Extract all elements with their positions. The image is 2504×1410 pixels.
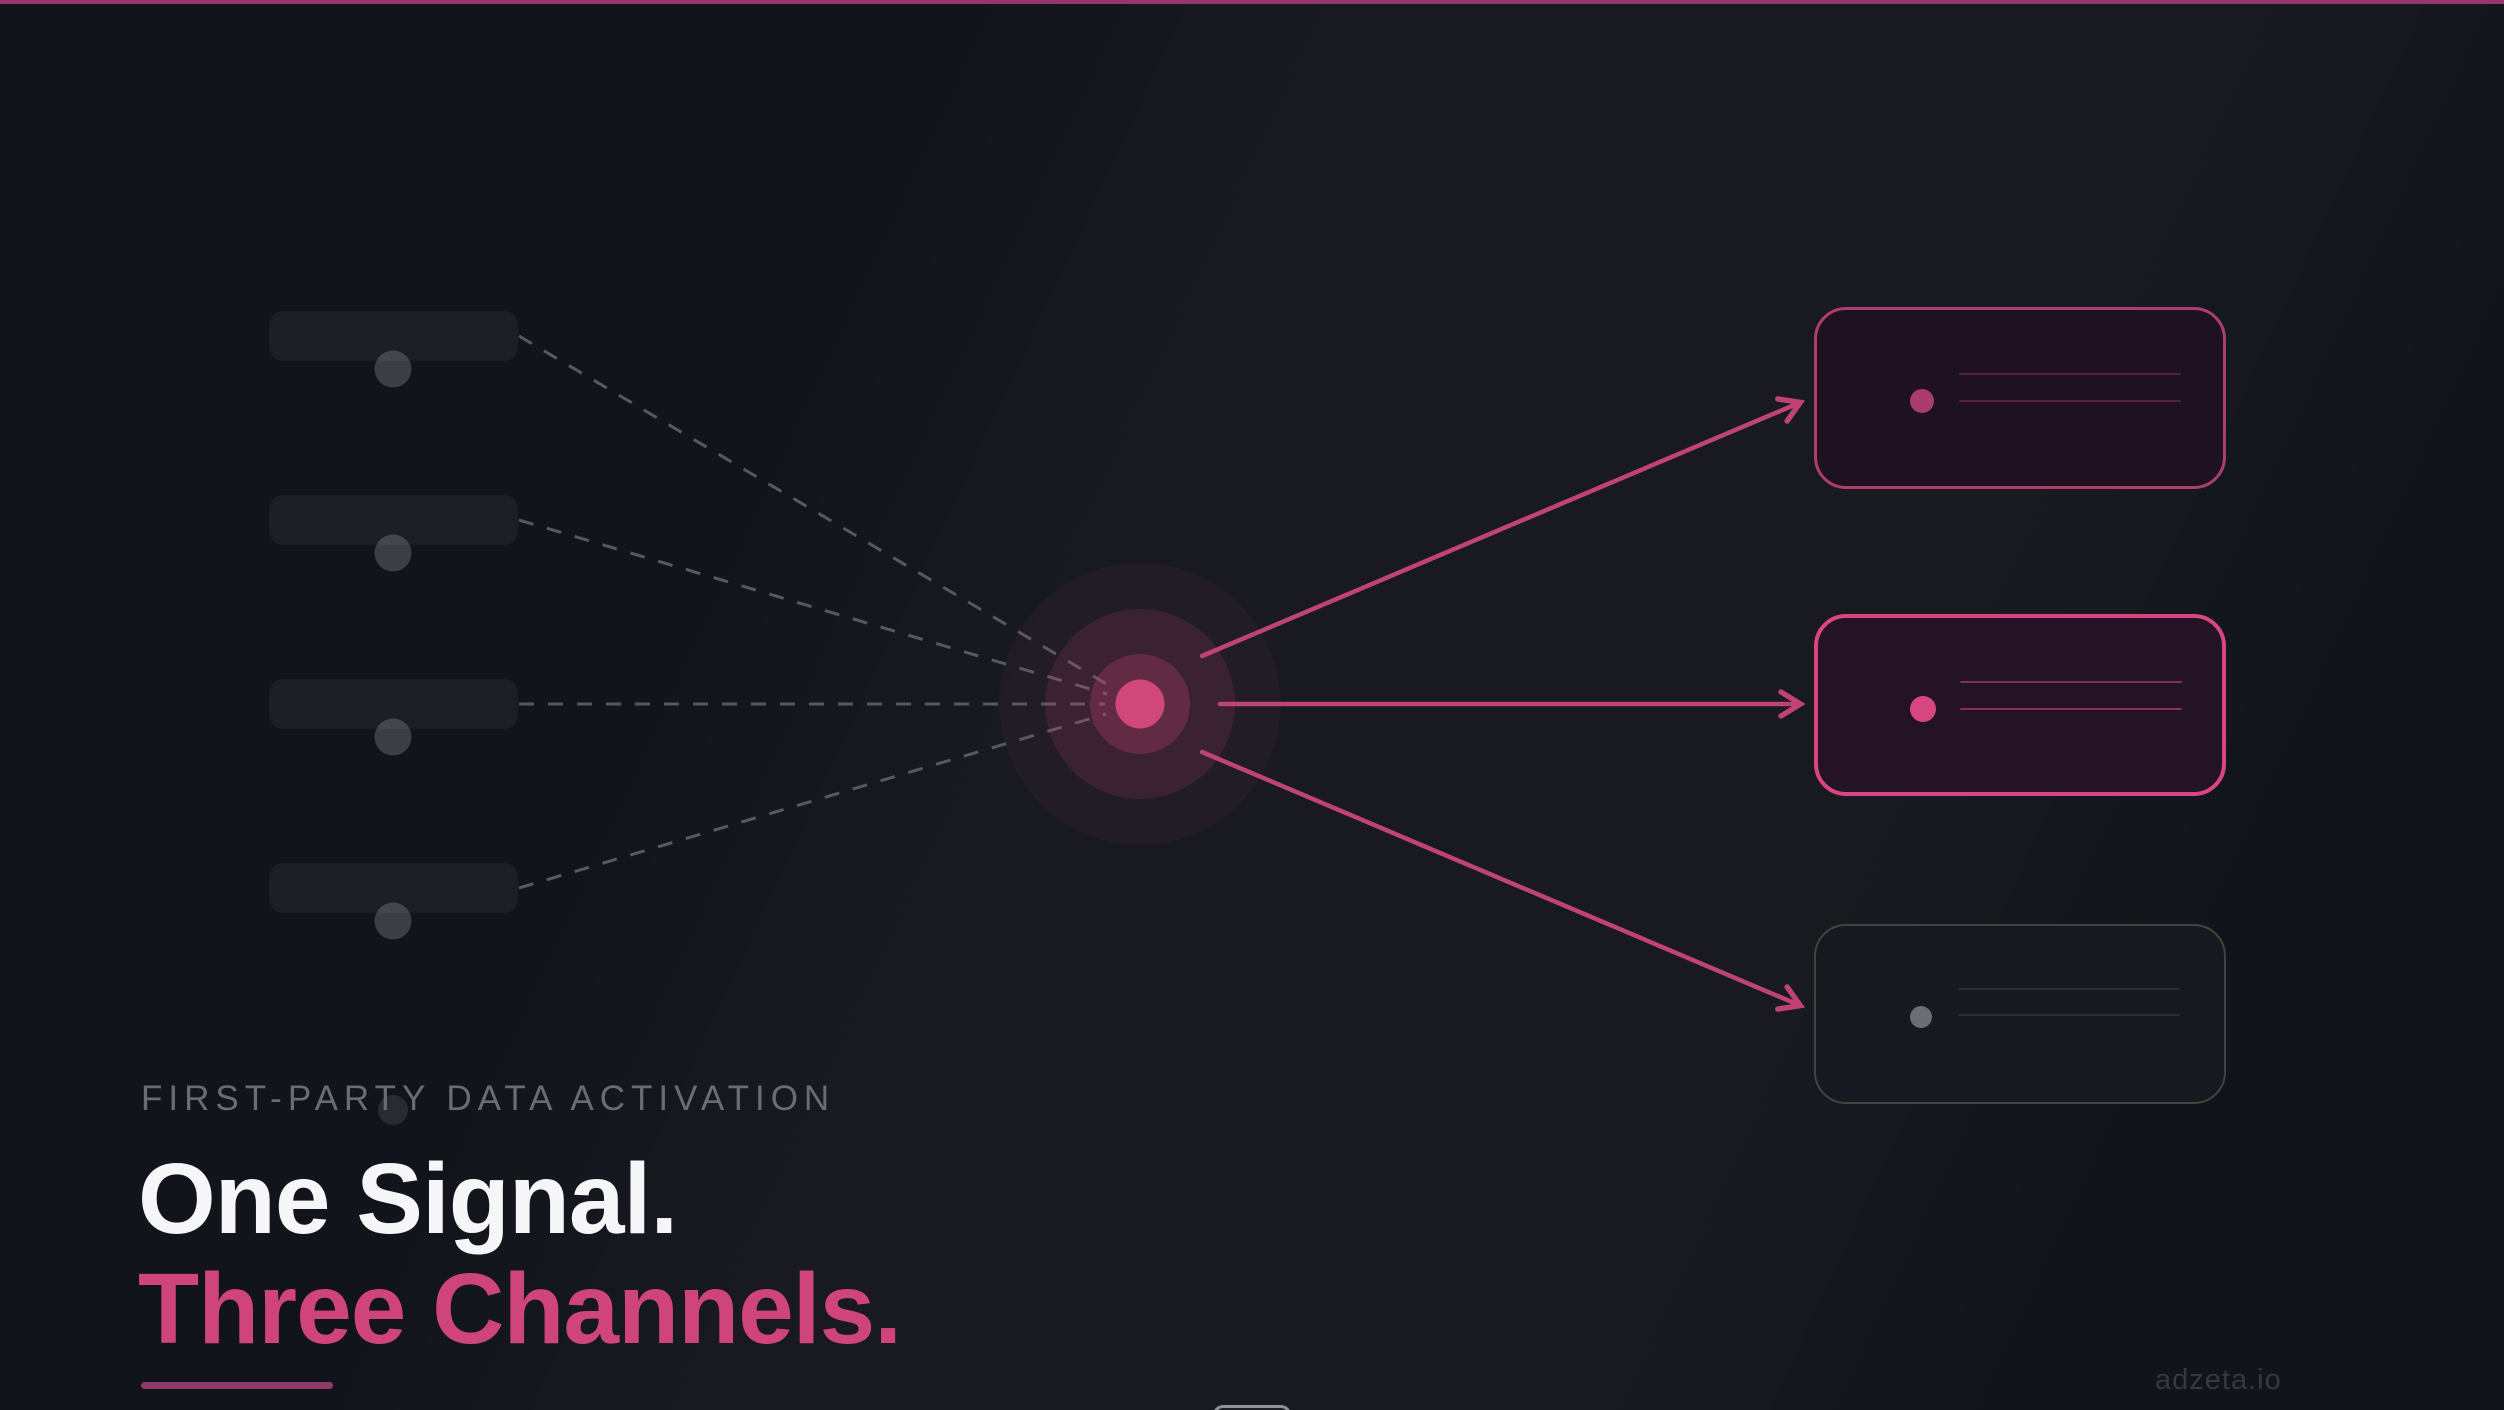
channel-card-2-dot (1910, 696, 1936, 722)
bottom-edge-peek-box (1213, 1405, 1291, 1410)
channel-card-3-skeleton-line (1958, 1014, 2180, 1016)
hub-dot (1115, 679, 1165, 729)
kicker-label: FIRST-PARTY DATA ACTIVATION (141, 1079, 836, 1118)
source-pill-1 (269, 311, 518, 361)
source-dot-1 (374, 350, 412, 388)
channel-card-3-dot (1910, 1006, 1932, 1028)
source-dot-2 (374, 534, 412, 572)
headline-underline (141, 1382, 333, 1389)
headline-line-2: Three Channels. (138, 1253, 902, 1365)
channel-card-1-skeleton-line (1959, 373, 2181, 375)
channel-card-3 (1814, 924, 2226, 1104)
source-pill-4 (269, 863, 518, 913)
source-dot-3 (374, 718, 412, 756)
source-pill-3 (269, 679, 518, 729)
headline-line-1: One Signal. (138, 1143, 678, 1255)
top-accent-bar (0, 0, 2504, 4)
source-dot-4 (374, 902, 412, 940)
arrow-to-channel-1 (1199, 396, 1806, 659)
arrow-to-channel-3 (1199, 749, 1806, 1012)
dashed-connectors (518, 334, 1111, 890)
watermark: adzeta.io (2155, 1364, 2282, 1396)
channel-card-1 (1814, 307, 2226, 489)
channel-arrows (1199, 396, 1806, 1012)
source-pill-2 (269, 495, 518, 545)
channel-card-1-skeleton-line (1959, 400, 2181, 402)
channel-card-2-skeleton-line (1960, 708, 2182, 710)
channel-card-2-skeleton-line (1960, 681, 2182, 683)
source-dot-5-faded (378, 1095, 408, 1125)
channel-card-3-skeleton-line (1958, 988, 2180, 990)
headline: One Signal. Three Channels. (138, 1143, 902, 1365)
source-pill-dots (374, 350, 412, 1125)
channel-card-2 (1814, 614, 2226, 796)
channel-card-1-dot (1910, 389, 1934, 413)
